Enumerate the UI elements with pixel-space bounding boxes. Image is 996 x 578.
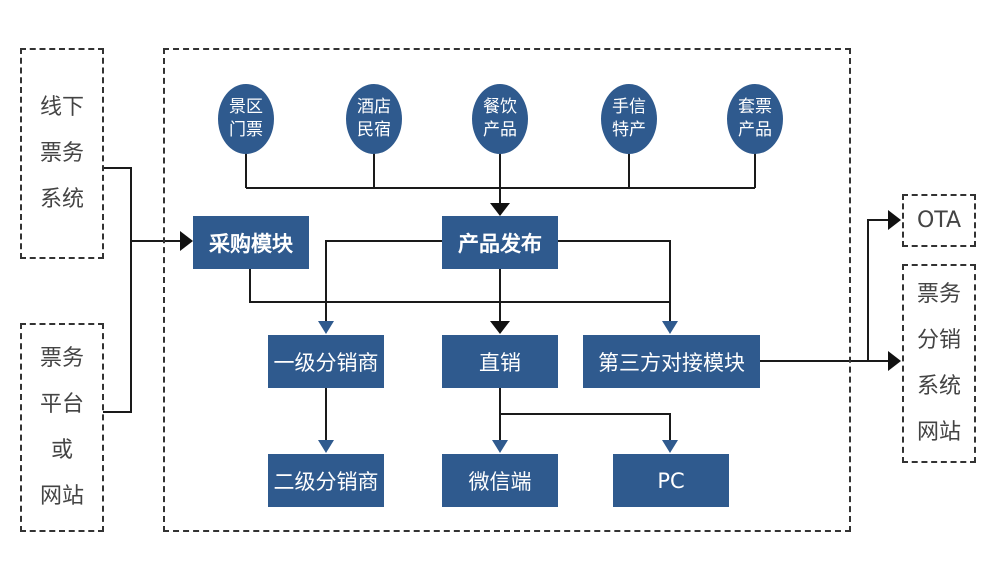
system-boundary	[163, 48, 851, 532]
node-product-publish: 产品发布	[442, 216, 558, 269]
node-wechat: 微信端	[442, 454, 558, 507]
arrow-to-distribution-site	[888, 351, 901, 371]
source-ticket-platform	[20, 323, 104, 532]
connector-purchase-bus	[249, 268, 670, 303]
connector-offline-system	[103, 167, 132, 413]
arrow-to-ota	[888, 210, 901, 230]
arrow-to-publish	[490, 203, 510, 216]
arrow-to-level1	[318, 321, 334, 334]
arrow-to-purchase	[180, 231, 193, 251]
node-purchase-module: 采购模块	[193, 216, 309, 269]
oval-scenic-tickets: 景区 门票	[218, 84, 274, 154]
source-offline-ticket-system-label: 线下 票务 系统	[39, 94, 84, 212]
arrow-to-thirdparty	[662, 321, 678, 334]
target-distribution-website	[902, 264, 976, 463]
source-offline-ticket-system	[20, 48, 104, 259]
node-pc: PC	[613, 454, 729, 507]
target-ota	[902, 194, 976, 247]
oval-package-tickets: 套票 产品	[727, 84, 783, 154]
connector-direct-pc	[500, 413, 671, 441]
node-level2-distributor: 二级分销商	[268, 454, 384, 507]
oval-dining-products: 餐饮 产品	[472, 84, 528, 154]
node-direct-sales: 直销	[442, 335, 558, 388]
connector-publish-left	[325, 240, 442, 322]
target-distribution-website-label: 票务 分销 系统 网站	[916, 281, 961, 445]
node-third-party-module: 第三方对接模块	[583, 335, 760, 388]
arrow-to-pc	[662, 440, 678, 453]
source-ticket-platform-label: 票务 平台 或 网站	[39, 345, 84, 509]
node-level1-distributor: 一级分销商	[268, 335, 384, 388]
arrow-to-wechat	[492, 440, 508, 453]
oval-local-specialties: 手信 特产	[601, 84, 657, 154]
arrow-to-level2	[318, 440, 334, 453]
oval-hotel-homestay: 酒店 民宿	[346, 84, 402, 154]
connector-publish-right	[558, 240, 671, 322]
target-ota-label: OTA	[916, 207, 962, 233]
arrow-to-direct	[490, 321, 510, 334]
connector-to-ota	[867, 219, 890, 361]
